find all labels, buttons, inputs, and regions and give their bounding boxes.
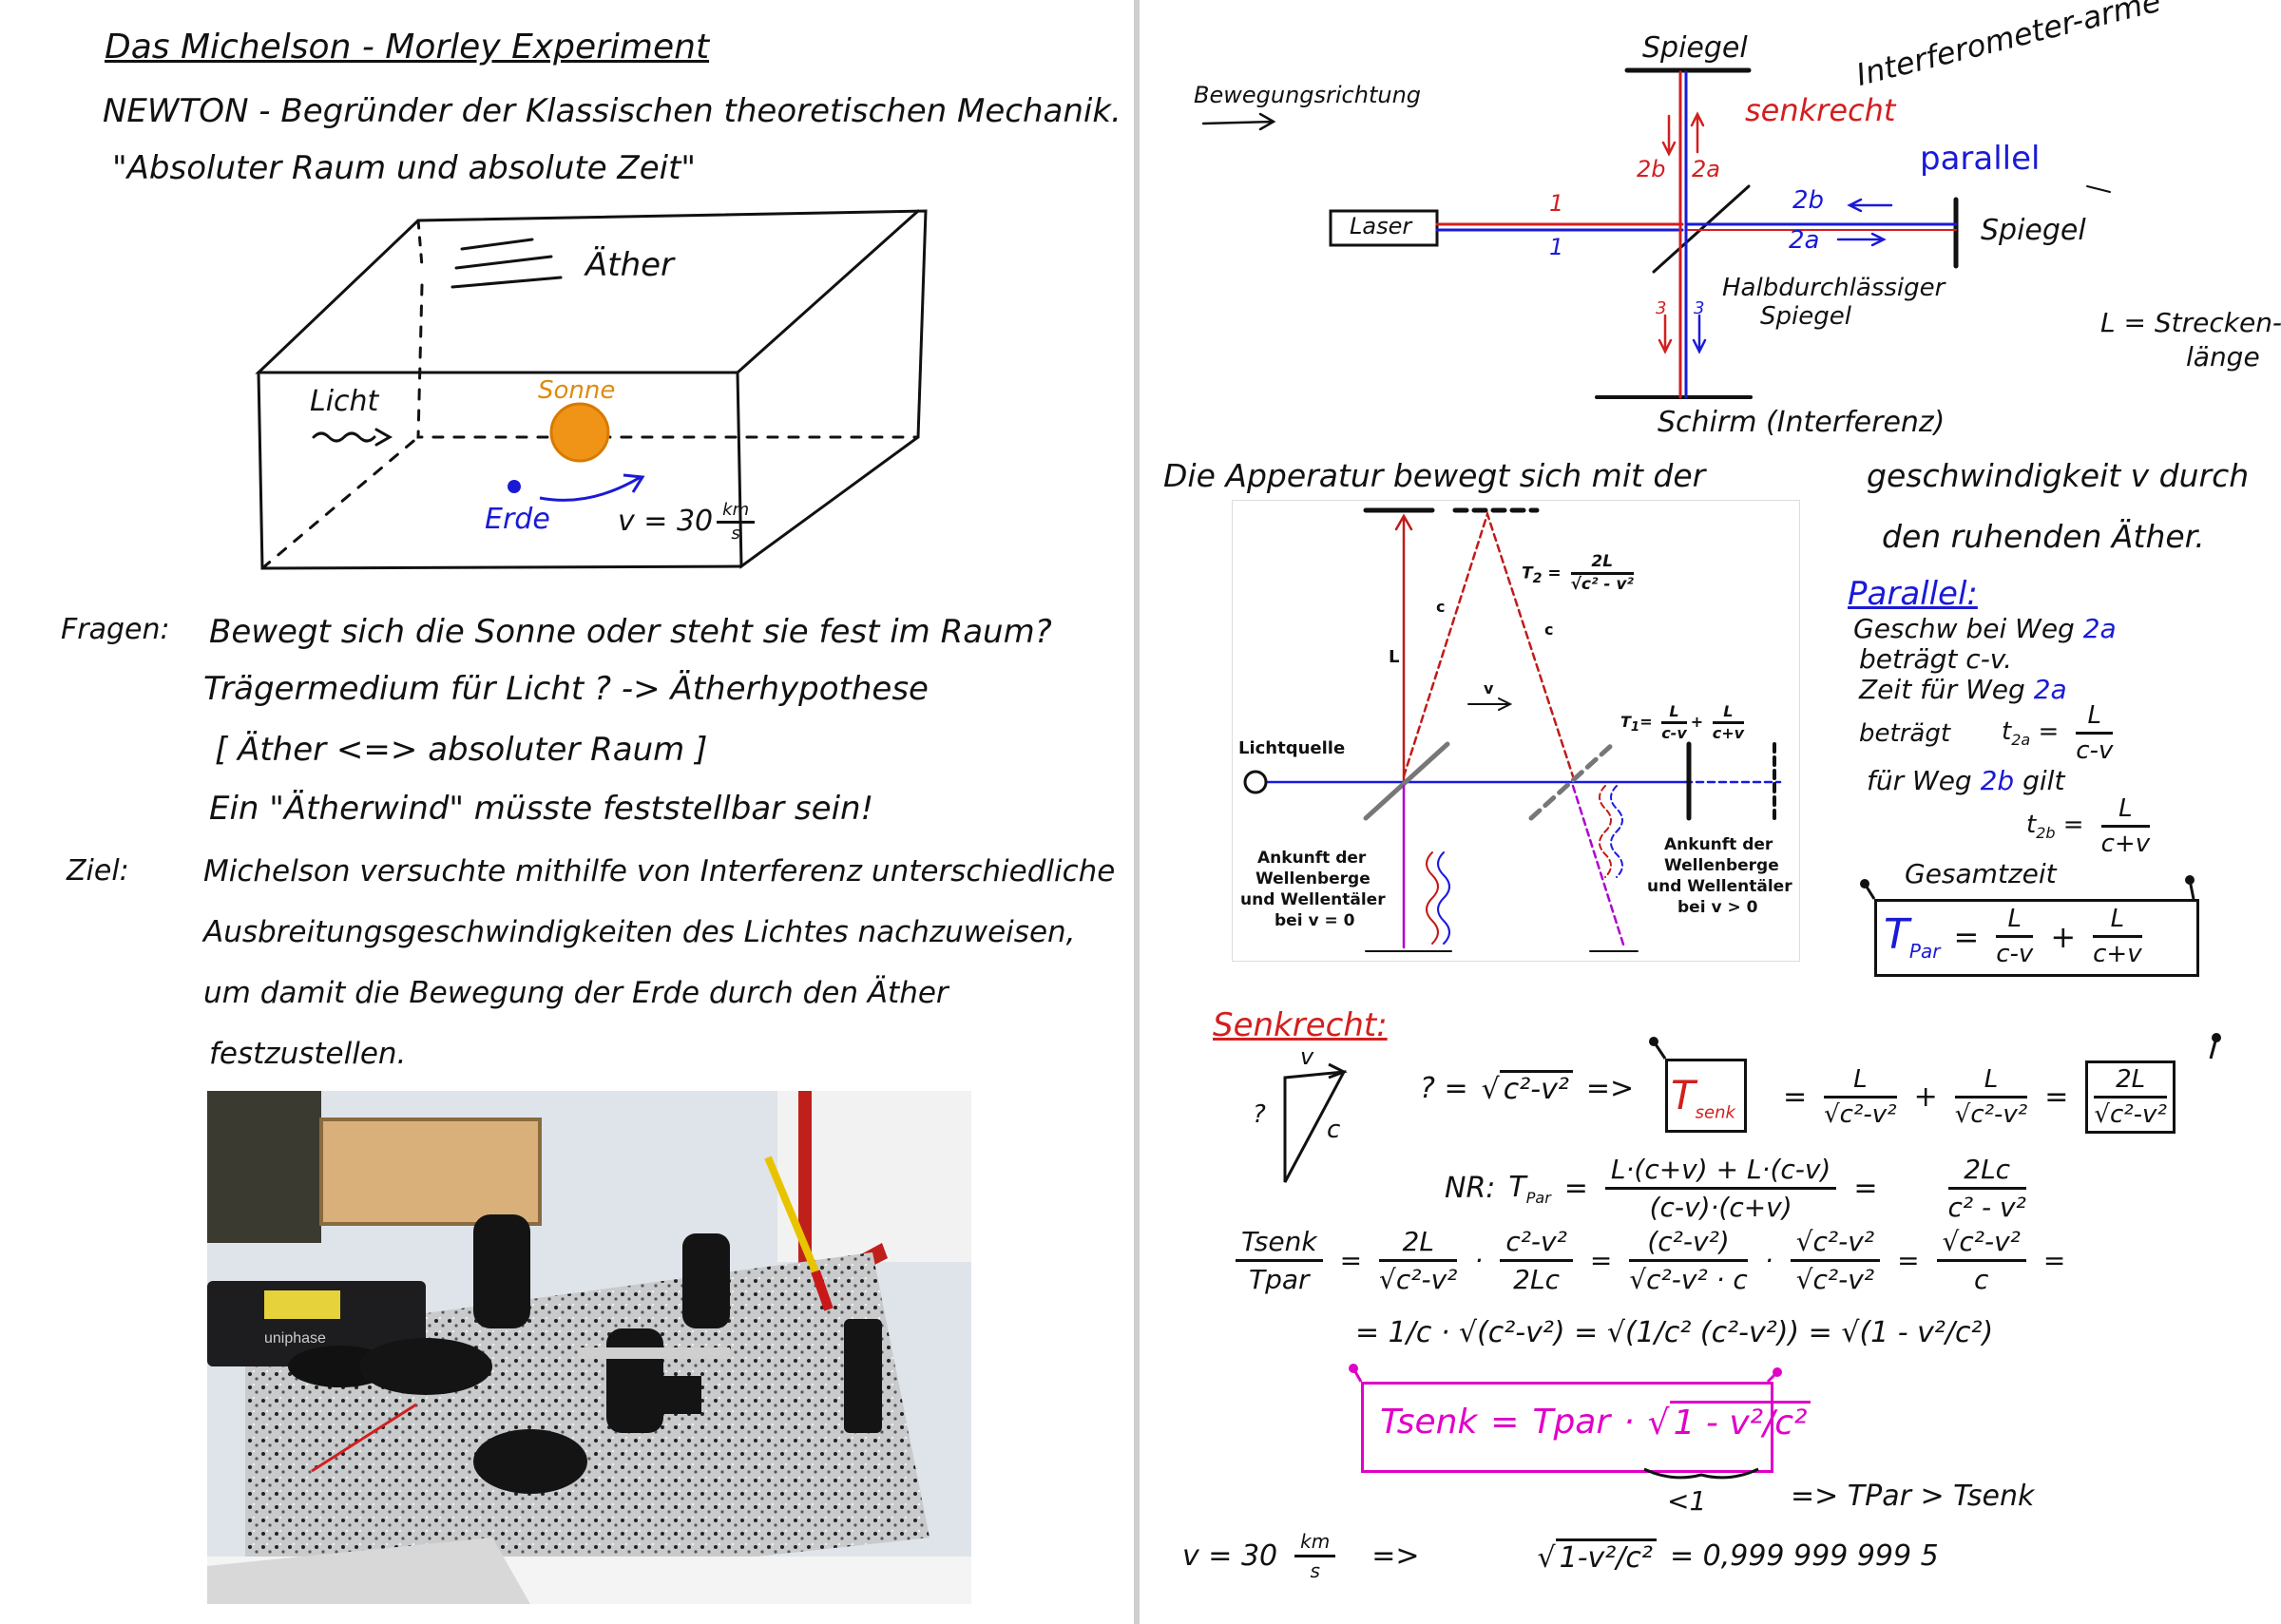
newton-line: NEWTON - Begründer der Klassischen theor… xyxy=(103,92,1121,130)
licht-label: Licht xyxy=(310,385,379,418)
fragen-line-4: Ein "Ätherwind" müsste feststellbar sein… xyxy=(209,790,874,828)
beam-3-blue-label: 3 xyxy=(1694,298,1705,318)
gesamtzeit-label: Gesamtzeit xyxy=(1905,858,2057,889)
parallel-line-5: für Weg 2b gilt xyxy=(1867,765,2065,796)
final-box xyxy=(1361,1382,1773,1473)
fragen-line-1: Bewegt sich die Sonne oder steht sie fes… xyxy=(209,613,1052,651)
parallel-line-3: Zeit für Weg 2a xyxy=(1859,674,2067,705)
spiegel-right-label: Spiegel xyxy=(1981,214,2086,247)
diagram-lichtquelle: Lichtquelle xyxy=(1238,738,1346,758)
photo-brand-text: uniphase xyxy=(264,1330,326,1347)
page-title: Das Michelson - Morley Experiment xyxy=(105,28,710,67)
senkrecht-heading: Senkrecht: xyxy=(1213,1006,1388,1044)
diagram-ank2-2: Wellenberge xyxy=(1664,856,1779,875)
senkrecht-label: senkrecht xyxy=(1745,92,1896,128)
diagram-ank2-1: Ankunft der xyxy=(1664,835,1773,854)
tsenk-box xyxy=(1665,1059,1747,1133)
schirm-label: Schirm (Interferenz) xyxy=(1658,406,1946,439)
beam-2b-label: 2b xyxy=(1637,156,1666,182)
diagram-ank1-1: Ankunft der xyxy=(1257,849,1367,868)
fragen-line-3: [ Äther <=> absoluter Raum ] xyxy=(215,731,708,769)
fragen-label: Fragen: xyxy=(61,613,170,646)
diagram-L: L xyxy=(1389,647,1400,667)
diagram-v: v xyxy=(1484,679,1494,697)
ziel-line-2: Ausbreitungsgeschwindigkeiten des Lichte… xyxy=(203,915,1076,949)
ziel-line-4: festzustellen. xyxy=(209,1037,407,1071)
diagram-ank1-4: bei v = 0 xyxy=(1275,911,1355,930)
erde-label: Erde xyxy=(485,503,550,536)
laser-label: Laser xyxy=(1350,213,1412,239)
beam-1-top-label: 1 xyxy=(1549,190,1564,217)
ziel-label: Ziel: xyxy=(67,854,129,888)
diagram-T2: T2 = 2L√c² - v² xyxy=(1522,552,1634,594)
sonne-label: Sonne xyxy=(538,376,616,405)
nr-equation: NR: TPar = L·(c+v) + L·(c-v)(c-v)·(c+v) … xyxy=(1445,1154,2026,1223)
parallel-label: parallel xyxy=(1920,140,2041,178)
page-divider xyxy=(1134,0,1140,1624)
diagram-ank1-3: und Wellentäler xyxy=(1240,890,1386,909)
diagram-c-left: c xyxy=(1436,598,1446,616)
triangle-v: v xyxy=(1300,1043,1314,1070)
q-equation: ? = √c²-v²=> xyxy=(1420,1070,1635,1106)
beam-2a-label: 2a xyxy=(1692,156,1720,182)
tpar-box xyxy=(1874,899,2199,977)
fragen-line-2: Trägermedium für Licht ? -> Ätherhypothe… xyxy=(203,670,929,708)
geschw-line-1: geschwindigkeit v durch xyxy=(1867,457,2250,494)
diagram-ank2-3: und Wellentäler xyxy=(1647,877,1792,896)
beam-3-red-label: 3 xyxy=(1656,298,1667,318)
absolute-line: "Absoluter Raum und absolute Zeit" xyxy=(112,149,697,187)
diagram-c-right: c xyxy=(1544,621,1554,639)
triangle-c: c xyxy=(1327,1116,1341,1144)
halbdurch-label-2: Spiegel xyxy=(1760,302,1851,331)
spiegel-top-label: Spiegel xyxy=(1642,31,1748,65)
ziel-line-3: um damit die Bewegung der Erde durch den… xyxy=(203,976,949,1010)
parallel-line-1: Geschw bei Weg 2a xyxy=(1853,613,2117,644)
halbdurch-label-1: Halbdurchlässiger xyxy=(1722,274,1946,302)
final-formula: Tsenk=Tpar·√1 - v²/c² xyxy=(1380,1401,1811,1442)
diagram-ank2-4: bei v > 0 xyxy=(1677,898,1758,917)
ziel-line-1: Michelson versuchte mithilfe von Interfe… xyxy=(203,854,1116,888)
parallel-2a-label: 2a xyxy=(1789,226,1820,255)
triangle-q: ? xyxy=(1253,1100,1266,1129)
strecke-label-1: L = Strecken- xyxy=(2100,307,2281,338)
aether-label: Äther xyxy=(585,246,675,284)
sqrt-chain-equation: = 1/c · √(c²-v²) = √(1/c² (c²-v²)) = √(1… xyxy=(1355,1316,1994,1349)
apparatur-line: Die Apperatur bewegt sich mit der xyxy=(1163,457,1706,494)
beam-1-bottom-label: 1 xyxy=(1549,234,1564,260)
parallel-heading: Parallel: xyxy=(1848,575,1978,613)
parallel-line-2: beträgt c-v. xyxy=(1859,643,2012,675)
tsenk-equation: Tsenk = L√c²-v² + L√c²-v² = 2L√c²-v² xyxy=(1671,1060,2179,1134)
strecke-label-2: länge xyxy=(2186,341,2260,373)
diagram-ank1-2: Wellenberge xyxy=(1256,869,1371,888)
bewegung-label: Bewegungsrichtung xyxy=(1194,82,1422,108)
geschw-line-2: den ruhenden Äther. xyxy=(1882,518,2205,555)
lab-photo: uniphase xyxy=(207,1091,971,1604)
less-than-one: <1 xyxy=(1667,1485,1707,1517)
conclusion: => TPar > Tsenk xyxy=(1791,1480,2035,1513)
parallel-2b-label: 2b xyxy=(1792,186,1825,215)
